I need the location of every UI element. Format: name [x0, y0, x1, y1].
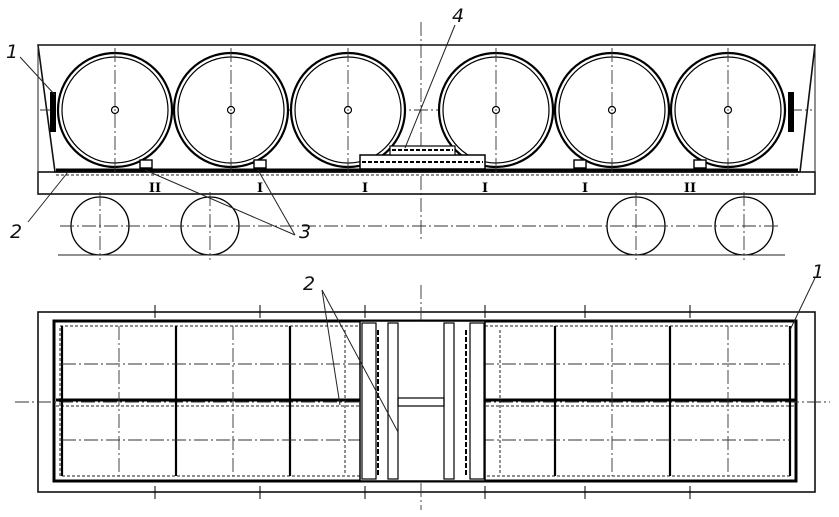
plan-center-block — [344, 320, 501, 482]
leader-3b — [257, 169, 296, 236]
section-mark-4: I — [482, 181, 488, 196]
section-mark-3: I — [362, 181, 368, 196]
callout-2: 2 — [10, 221, 22, 243]
leader-plan-1 — [789, 277, 816, 331]
right-end-stop — [788, 92, 794, 132]
callout-plan-2: 2 — [303, 273, 315, 295]
section-mark-1: II — [149, 181, 161, 196]
coils-group — [56, 48, 787, 172]
leader-3a — [144, 169, 296, 236]
callout-3: 3 — [299, 221, 311, 243]
center-wedge-block — [359, 145, 486, 170]
coil-6 — [669, 48, 787, 172]
coil-3 — [289, 48, 407, 172]
leader-plan-2a — [321, 289, 341, 406]
leader-4 — [404, 24, 456, 149]
leader-2 — [27, 171, 69, 223]
coil-5 — [553, 48, 671, 172]
coil-1 — [56, 48, 174, 172]
plan-ticks-group — [154, 305, 691, 499]
callout-plan-1: 1 — [812, 261, 824, 283]
chock-2 — [253, 159, 267, 169]
coil-2 — [172, 48, 290, 172]
callout-4: 4 — [452, 5, 464, 27]
section-mark-5: I — [582, 181, 588, 196]
chock-4 — [693, 159, 707, 169]
leader-1 — [19, 56, 56, 96]
plan-view: 2 1 — [15, 261, 830, 510]
callout-1: 1 — [6, 41, 18, 63]
coil-4 — [437, 48, 555, 172]
section-mark-2: I — [257, 181, 263, 196]
leader-plan-2b — [321, 289, 399, 433]
chock-1 — [139, 159, 153, 169]
left-end-stop — [50, 92, 56, 132]
chocks-group — [139, 159, 707, 169]
section-mark-6: II — [684, 181, 696, 196]
chock-3 — [573, 159, 587, 169]
